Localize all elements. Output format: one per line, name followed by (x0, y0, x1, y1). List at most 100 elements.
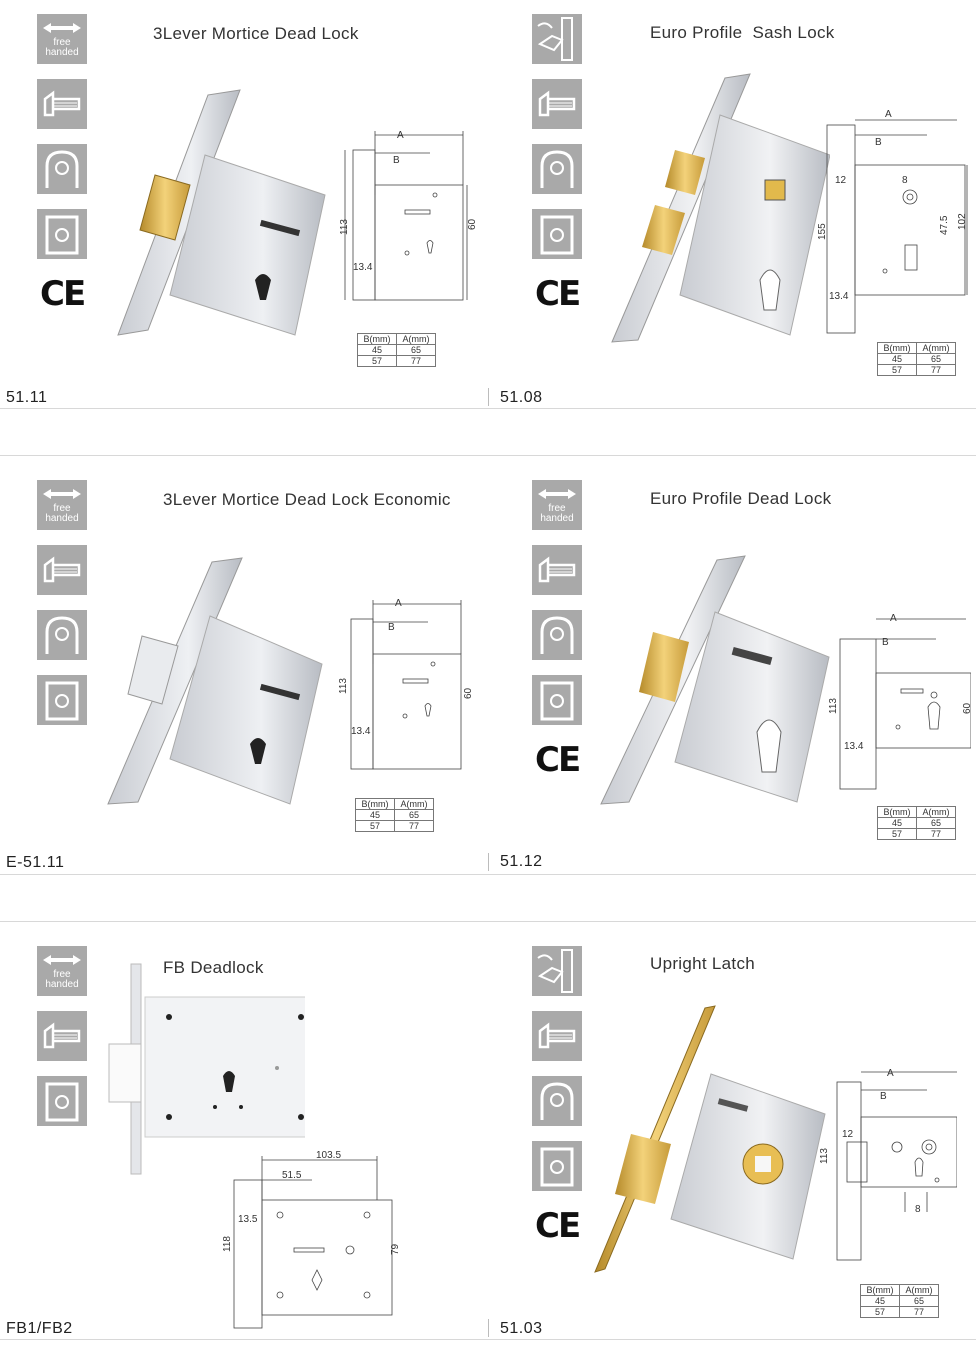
dim-8: 8 (915, 1204, 921, 1215)
dim-a: A (885, 109, 892, 120)
dim-height: 113 (338, 678, 349, 694)
feature-icons: CE (532, 14, 584, 314)
square-icon (37, 675, 87, 725)
lock-image (594, 1005, 826, 1273)
square-icon (532, 675, 582, 725)
lock-image (600, 555, 830, 805)
dim-a: A (395, 598, 402, 609)
lock-image (108, 963, 305, 1175)
product-code: 51.12 (500, 853, 543, 870)
arch-icon (532, 144, 582, 194)
dim-47-5: 47.5 (939, 215, 950, 235)
divider (488, 388, 489, 406)
bolt-icon (37, 79, 87, 129)
lock-image (117, 89, 326, 336)
ce-mark-icon: CE (40, 274, 86, 314)
dimension-drawing: A B 113 60 13.4 (338, 598, 473, 770)
product-title: 3Lever Mortice Dead Lock Economic (163, 490, 451, 509)
dim-vertical: 60 (962, 702, 971, 714)
product-code: E-51.11 (6, 854, 65, 871)
product-code: 51.03 (500, 1320, 543, 1337)
bolt-icon (532, 79, 582, 129)
dim-b: B (875, 137, 882, 148)
dim-12: 12 (835, 175, 847, 186)
divider (0, 1339, 976, 1340)
lock-image (611, 73, 830, 343)
dim-height: 113 (339, 219, 350, 235)
handle-icon (532, 946, 582, 996)
dimension-drawing: A B 113 60 13.4 (339, 130, 475, 301)
square-icon (37, 1076, 87, 1126)
dim-vertical: 79 (390, 1243, 401, 1255)
product-code: 51.08 (500, 389, 543, 406)
dim-height: 113 (828, 698, 839, 714)
product-panel-51-08: CE Euro Profile Sash Lock A B 12 8 155 4… (495, 0, 976, 420)
square-icon (532, 1141, 582, 1191)
dim-offset: 13.4 (351, 726, 371, 737)
dim-b: B (880, 1091, 887, 1102)
ce-mark-icon: CE (535, 1206, 581, 1246)
dim-offset: 13.4 (353, 262, 373, 273)
dim-height: 118 (222, 1236, 233, 1252)
ce-mark-icon: CE (535, 274, 581, 314)
divider (488, 853, 489, 871)
divider (488, 1319, 489, 1337)
dim-12: 12 (842, 1129, 854, 1140)
dim-offset: 13.4 (844, 741, 864, 752)
feature-icons: CE (532, 946, 584, 1246)
bolt-icon (532, 545, 582, 595)
dim-b: B (882, 637, 889, 648)
arch-icon (532, 1076, 582, 1126)
dim-8: 8 (902, 175, 908, 186)
divider (0, 921, 976, 922)
ce-mark-icon: CE (535, 740, 581, 780)
product-title: FB Deadlock (163, 958, 264, 977)
divider (0, 408, 976, 409)
product-code: 51.11 (6, 389, 48, 406)
handle-icon (532, 14, 582, 64)
square-icon (37, 209, 87, 259)
bolt-icon (532, 1011, 582, 1061)
dim-vertical: 60 (467, 218, 475, 230)
dim-b: B (388, 622, 395, 633)
dim-vertical: 60 (463, 687, 473, 699)
bolt-icon (37, 545, 87, 595)
dim-height: 155 (817, 223, 828, 240)
arch-icon (37, 144, 87, 194)
product-title: Upright Latch (650, 954, 756, 973)
dim-103-5: 103.5 (316, 1150, 341, 1161)
dim-vertical: 102 (957, 213, 968, 230)
dim-a: A (887, 1068, 894, 1079)
lock-image (107, 557, 323, 805)
dim-a: A (397, 130, 404, 141)
square-icon (532, 209, 582, 259)
product-panel-51-03: CE Upright Latch A B 12 8 113 60 B(mm)A(… (495, 932, 976, 1352)
divider (0, 455, 976, 456)
dimension-drawing: 103.5 51.5 118 79 13.5 (222, 1150, 401, 1329)
dim-b: B (393, 155, 400, 166)
dim-offset: 13.4 (829, 291, 849, 302)
dim-offset: 13.5 (238, 1214, 258, 1225)
dimension-drawing: A B 113 60 13.4 (828, 613, 971, 790)
product-code: FB1/FB2 (6, 1320, 73, 1337)
product-title: Euro Profile Dead Lock (650, 489, 832, 508)
bolt-icon (37, 1011, 87, 1061)
